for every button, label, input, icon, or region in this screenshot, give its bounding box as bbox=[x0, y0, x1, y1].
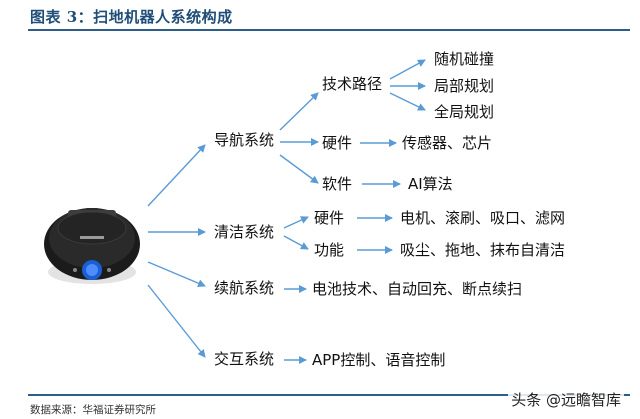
node-nav-system: 导航系统 bbox=[214, 131, 274, 149]
node-nav-software: 软件 bbox=[322, 175, 352, 193]
node-clean-hardware: 硬件 bbox=[314, 209, 344, 227]
node-interaction-system: 交互系统 bbox=[214, 350, 274, 368]
arrow-to-clean-hw bbox=[284, 217, 308, 228]
node-nav-hardware: 硬件 bbox=[322, 134, 352, 152]
node-interaction-items: APP控制、语音控制 bbox=[312, 351, 445, 369]
arrow-to-clean-func bbox=[284, 236, 308, 249]
arrow-to-nav bbox=[148, 145, 205, 206]
node-clean-system: 清洁系统 bbox=[214, 223, 274, 241]
arrow-to-nav-sw bbox=[280, 155, 318, 183]
node-global-planning: 全局规划 bbox=[434, 103, 494, 121]
node-clean-function-items: 吸尘、拖地、抹布自清洁 bbox=[400, 241, 565, 259]
node-tech-path: 技术路径 bbox=[322, 75, 382, 93]
arrow-to-global-plan bbox=[390, 93, 425, 110]
arrow-to-interaction bbox=[148, 285, 205, 357]
arrow-to-endurance bbox=[148, 262, 205, 286]
node-endurance-items: 电池技术、自动回充、断点续扫 bbox=[312, 280, 522, 298]
node-clean-hardware-items: 电机、滚刷、吸口、滤网 bbox=[400, 209, 565, 227]
node-endurance-system: 续航系统 bbox=[214, 279, 274, 297]
node-ai-algorithm: AI算法 bbox=[408, 175, 453, 193]
source-note: 数据来源：华福证券研究所 bbox=[30, 402, 156, 417]
node-sensors-chips: 传感器、芯片 bbox=[402, 134, 492, 152]
robot-vacuum-icon bbox=[42, 198, 142, 288]
arrow-to-tech-path bbox=[280, 93, 318, 130]
watermark: 头条 @远瞻智库 bbox=[508, 388, 624, 411]
node-clean-function: 功能 bbox=[314, 241, 344, 259]
node-local-planning: 局部规划 bbox=[434, 77, 494, 95]
arrow-to-random-collision bbox=[390, 60, 425, 79]
node-random-collision: 随机碰撞 bbox=[434, 50, 494, 68]
